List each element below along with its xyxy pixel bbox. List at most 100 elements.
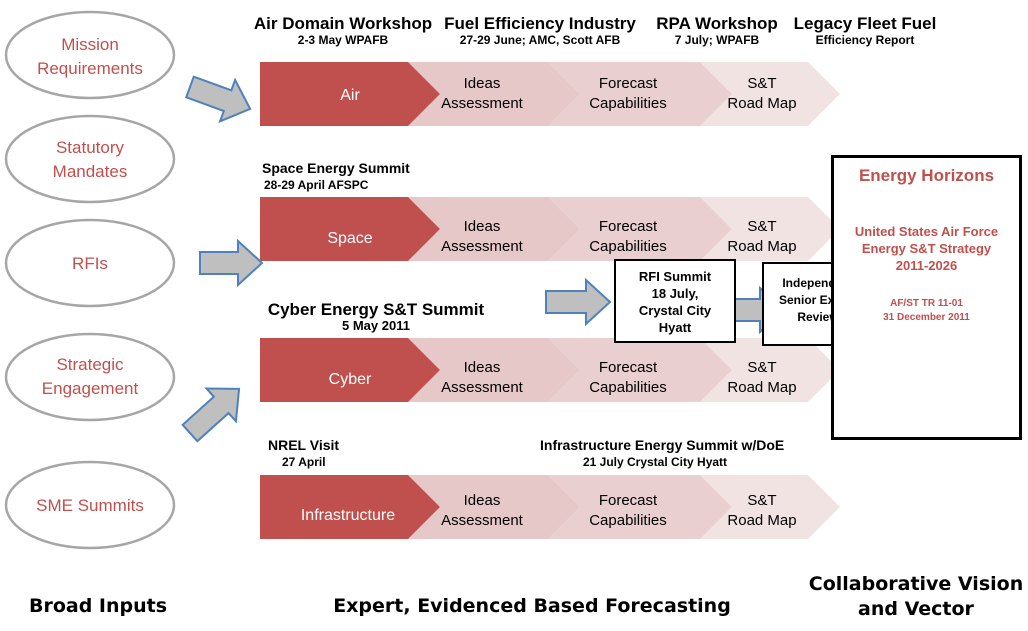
chevron-forecast bbox=[548, 62, 732, 126]
chevron-forecast bbox=[548, 338, 732, 402]
input-label-line: Mandates bbox=[53, 162, 128, 181]
report-title: Energy Horizons bbox=[858, 166, 995, 185]
rfi-summit-line: Crystal City bbox=[638, 303, 712, 318]
step-label: Capabilities bbox=[589, 512, 667, 529]
step-label: Forecast bbox=[599, 218, 658, 235]
event-air-domain-workshop: Air Domain Workshop 2-3 May WPAFB bbox=[252, 14, 434, 47]
domain-label: Air bbox=[340, 87, 360, 104]
input-label-line: Strategic bbox=[56, 355, 124, 374]
event-date: 21 July Crystal City Hyatt bbox=[582, 455, 728, 469]
input-label-line: Engagement bbox=[42, 379, 139, 398]
input-label-line: Requirements bbox=[37, 59, 143, 78]
event-title: Infrastructure Energy Summit w/DoE bbox=[540, 437, 785, 453]
report-line: 2011-2026 bbox=[895, 258, 958, 273]
event-date: 2-3 May WPAFB bbox=[297, 33, 389, 47]
row-infrastructure: Infrastructure Ideas Assessment Forecast… bbox=[260, 475, 840, 539]
domain-label: Cyber bbox=[329, 371, 372, 388]
step-label: S&T bbox=[747, 75, 776, 92]
step-label: Capabilities bbox=[589, 95, 667, 112]
step-label: Road Map bbox=[727, 512, 796, 529]
chevron-roadmap bbox=[700, 338, 840, 402]
input-sme: SME Summits bbox=[4, 460, 176, 550]
arrow-into-cyber bbox=[181, 387, 241, 443]
event-date: 27-29 June; AMC, Scott AFB bbox=[459, 33, 621, 47]
chevron-domain-air bbox=[260, 62, 440, 126]
report-line: United States Air Force bbox=[854, 224, 999, 239]
event-date: 28-29 April AFSPC bbox=[264, 178, 369, 192]
report-number: AF/ST TR 11-01 bbox=[890, 298, 963, 309]
chevron-forecast bbox=[548, 475, 732, 539]
label-forecasting: Expert, Evidenced Based Forecasting bbox=[333, 595, 731, 617]
chevron-roadmap bbox=[700, 197, 840, 261]
input-label-line: Mission bbox=[61, 35, 119, 54]
step-label: Road Map bbox=[727, 95, 796, 112]
step-label: Assessment bbox=[441, 512, 524, 529]
event-title: Legacy Fleet Fuel bbox=[793, 14, 937, 33]
energy-horizons-report: Energy Horizons United States Air Force … bbox=[831, 155, 1022, 440]
arrow-into-space bbox=[199, 238, 264, 288]
event-date: 7 July; WPAFB bbox=[674, 33, 760, 47]
input-label-line: SME Summits bbox=[36, 496, 144, 515]
input-label-line: Statutory bbox=[56, 138, 125, 157]
row-cyber: Cyber Ideas Assessment Forecast Capabili… bbox=[260, 338, 840, 402]
step-label: Forecast bbox=[599, 359, 658, 376]
event-fuel-efficiency-industry: Fuel Efficiency Industry 27-29 June; AMC… bbox=[440, 14, 640, 47]
step-label: Road Map bbox=[727, 238, 796, 255]
step-label: Assessment bbox=[441, 95, 524, 112]
chevron-roadmap bbox=[700, 475, 840, 539]
label-collaborative-vision: Collaborative Vision and Vector bbox=[806, 572, 1026, 622]
arrow-into-rfi-summit bbox=[545, 277, 612, 327]
label-broad-inputs: Broad Inputs bbox=[28, 595, 168, 617]
chevron-ideas bbox=[408, 475, 580, 539]
chevron-ideas bbox=[408, 197, 580, 261]
step-label: Capabilities bbox=[589, 238, 667, 255]
domain-label: Space bbox=[327, 230, 372, 247]
chevron-domain-cyber bbox=[260, 338, 440, 402]
input-rfis: RFIs bbox=[4, 218, 176, 308]
review-line: Review bbox=[797, 310, 839, 324]
step-label: S&T bbox=[747, 359, 776, 376]
step-label: Ideas bbox=[464, 75, 501, 92]
chevron-domain-space bbox=[260, 197, 440, 261]
event-rpa-workshop: RPA Workshop 7 July; WPAFB bbox=[652, 14, 782, 47]
input-mission: Mission Requirements bbox=[4, 10, 176, 100]
rfi-summit-box: RFI Summit 18 July, Crystal City Hyatt bbox=[614, 259, 736, 343]
rfi-summit-line: 18 July, bbox=[651, 286, 699, 301]
step-label: Assessment bbox=[441, 379, 524, 396]
event-title: Space Energy Summit bbox=[262, 160, 410, 176]
event-infrastructure-energy-summit: Infrastructure Energy Summit w/DoE 21 Ju… bbox=[540, 436, 785, 469]
event-date: 5 May 2011 bbox=[342, 318, 410, 333]
event-title: RPA Workshop bbox=[656, 14, 778, 33]
step-label: Capabilities bbox=[589, 379, 667, 396]
step-label: Ideas bbox=[464, 492, 501, 509]
event-title: NREL Visit bbox=[268, 437, 340, 453]
chevron-roadmap bbox=[700, 62, 840, 126]
chevron-ideas bbox=[408, 62, 580, 126]
chevron-forecast bbox=[548, 197, 732, 261]
step-label: S&T bbox=[747, 492, 776, 509]
event-nrel-visit: NREL Visit 27 April bbox=[268, 436, 368, 469]
domain-label: Infrastructure bbox=[301, 507, 395, 524]
arrow-into-air bbox=[184, 75, 252, 124]
step-label: Road Map bbox=[727, 379, 796, 396]
step-label: Ideas bbox=[464, 359, 501, 376]
step-label: Forecast bbox=[599, 492, 658, 509]
event-title: Fuel Efficiency Industry bbox=[444, 14, 636, 33]
input-label-line: RFIs bbox=[72, 254, 108, 273]
event-legacy-fleet-fuel: Legacy Fleet Fuel Efficiency Report bbox=[790, 14, 940, 47]
event-date: Efficiency Report bbox=[815, 33, 915, 47]
event-title: Air Domain Workshop bbox=[253, 14, 433, 33]
chevron-domain-infrastructure bbox=[260, 475, 440, 539]
event-cyber-energy-summit: Cyber Energy S&T Summit 5 May 2011 bbox=[258, 300, 494, 333]
event-space-energy-summit: Space Energy Summit 28-29 April AFSPC bbox=[262, 159, 412, 192]
row-space: Space Ideas Assessment Forecast Capabili… bbox=[260, 197, 840, 261]
input-statutory: Statutory Mandates bbox=[4, 114, 176, 204]
rfi-summit-line: RFI Summit bbox=[638, 269, 712, 284]
rfi-summit-line: Hyatt bbox=[658, 320, 692, 335]
step-label: Assessment bbox=[441, 238, 524, 255]
row-air: Air Ideas Assessment Forecast Capabiliti… bbox=[260, 62, 840, 126]
event-title: Cyber Energy S&T Summit bbox=[267, 300, 485, 319]
chevron-ideas bbox=[408, 338, 580, 402]
